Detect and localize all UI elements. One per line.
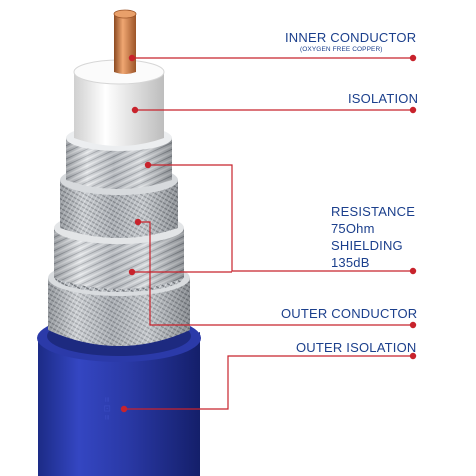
label-inner-conductor: INNER CONDUCTOR [285, 30, 416, 46]
leader-isolation [132, 107, 415, 112]
label-resistance: RESISTANCE [331, 203, 415, 220]
label-outer-isolation: OUTER ISOLATION [296, 340, 417, 356]
inner-conductor-copper [114, 10, 136, 74]
svg-text:≡ ⊡ ≡: ≡ ⊡ ≡ [102, 397, 112, 420]
label-inner-conductor-note: (OXYGEN FREE COPPER) [300, 46, 383, 54]
leader-inner-conductor [129, 55, 415, 60]
label-isolation: ISOLATION [348, 91, 418, 107]
label-resistance-shielding: RESISTANCE 75Ohm SHIELDING 135dB [331, 203, 415, 271]
label-shielding: SHIELDING [331, 237, 415, 254]
label-shielding-value: 135dB [331, 254, 415, 271]
label-outer-conductor: OUTER CONDUCTOR [281, 306, 417, 322]
label-resistance-value: 75Ohm [331, 220, 415, 237]
